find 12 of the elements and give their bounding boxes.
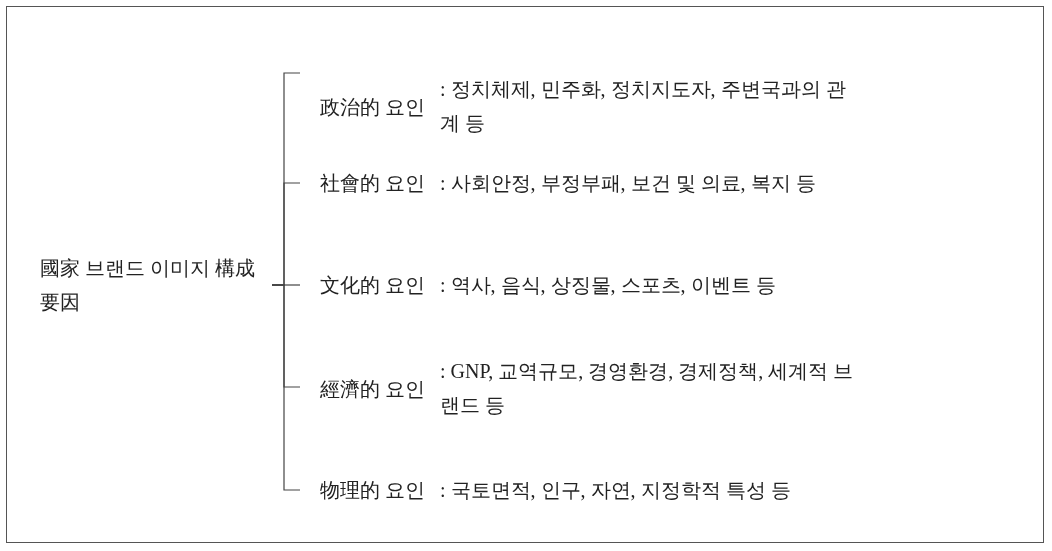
- description-text: : GNP, 교역규모, 경영환경, 경제정책, 세계적 브랜드 등: [440, 359, 855, 418]
- branch-label: 經濟的 요인: [300, 354, 430, 424]
- root-label: 國家 브랜드 이미지 構成要因: [40, 250, 272, 320]
- description-text: : 정치체제, 민주화, 정치지도자, 주변국과의 관계 등: [440, 77, 847, 136]
- description-text: : 역사, 음식, 상징물, 스포츠, 이벤트 등: [440, 273, 777, 298]
- bracket-line: [271, 284, 301, 491]
- description-text: : 국토면적, 인구, 자연, 지정학적 특성 등: [440, 478, 792, 503]
- branch-label: 物理的 요인: [300, 473, 430, 507]
- branch-label: 政治的 요인: [300, 72, 430, 142]
- branch-label: 文化的 요인: [300, 268, 430, 302]
- description-text: : 사회안정, 부정부패, 보건 및 의료, 복지 등: [440, 171, 817, 196]
- branch-label: 社會的 요인: [300, 166, 430, 200]
